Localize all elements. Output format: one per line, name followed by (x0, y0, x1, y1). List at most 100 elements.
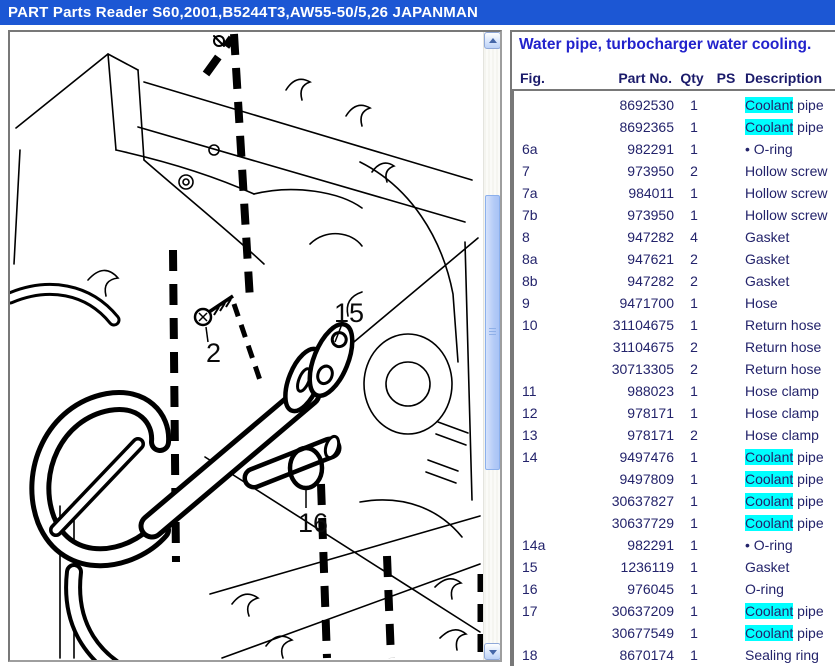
part-no-cell: 978171 (627, 427, 674, 443)
ps-cell (714, 446, 738, 468)
part-no-cell: 978171 (627, 405, 674, 421)
scroll-down-button[interactable] (484, 643, 500, 660)
diagram-scrollbar[interactable] (483, 32, 500, 660)
fig-cell: 17 (522, 603, 538, 619)
ps-cell (714, 512, 738, 534)
ps-cell (714, 204, 738, 226)
description-cell: Sealing ring (745, 647, 819, 663)
highlighted-term: Coolant (745, 119, 794, 135)
fig-cell: 8a (522, 251, 538, 267)
description-cell: Return hose (745, 317, 822, 333)
fig-cell: 8 (522, 229, 530, 245)
qty-cell: 2 (690, 361, 698, 377)
fig-cell: 12 (522, 405, 538, 421)
qty-cell: 1 (690, 141, 698, 157)
qty-cell: 1 (690, 603, 698, 619)
qty-cell: 4 (690, 229, 698, 245)
description-cell: Gasket (745, 559, 790, 575)
ps-cell (714, 380, 738, 402)
scroll-up-button[interactable] (484, 32, 500, 49)
qty-cell: 1 (690, 581, 698, 597)
highlighted-term: Coolant (745, 625, 794, 641)
ps-cell (714, 336, 738, 358)
qty-cell: 1 (690, 317, 698, 333)
diagram-callout-16[interactable]: 16 (298, 508, 328, 538)
part-no-cell: 8670174 (619, 647, 674, 663)
ps-cell (714, 182, 738, 204)
ps-cell (714, 600, 738, 622)
fig-cell: 15 (522, 559, 538, 575)
ps-cell (714, 314, 738, 336)
qty-cell: 1 (690, 471, 698, 487)
window-titlebar[interactable]: PART Parts Reader S60,2001,B5244T3,AW55-… (0, 0, 835, 25)
ps-cell (714, 226, 738, 248)
qty-cell: 1 (690, 295, 698, 311)
ps-cell (714, 292, 738, 314)
leader-lines (205, 323, 343, 508)
part-no-cell: 973950 (627, 163, 674, 179)
o-ring-16 (287, 445, 325, 491)
part-no-cell: 30637827 (611, 493, 674, 509)
qty-cell: 1 (690, 537, 698, 553)
ps-cell (714, 622, 738, 644)
part-no-cell: 976045 (627, 581, 674, 597)
fig-cell: 10 (522, 317, 538, 333)
scrollbar-thumb[interactable] (485, 195, 500, 470)
description-cell: Hollow screw (745, 207, 828, 223)
window-title: PART Parts Reader S60,2001,B5244T3,AW55-… (8, 4, 479, 21)
part-no-cell: 947282 (627, 273, 674, 289)
header-fig: Fig. (520, 70, 545, 86)
ps-cell (714, 270, 738, 292)
ps-cell (714, 402, 738, 424)
description-cell: Coolant pipe (745, 471, 824, 487)
fig-cell: 9 (522, 295, 530, 311)
description-cell: Coolant pipe (745, 515, 824, 531)
part-no-cell: 973950 (627, 207, 674, 223)
up-arrow-icon (488, 38, 497, 43)
part-no-cell: 8692365 (619, 119, 674, 135)
part-no-cell: 9471700 (619, 295, 674, 311)
diagram-callout-2[interactable]: 2 (206, 338, 221, 368)
fig-cell (522, 622, 582, 644)
part-no-cell: 30677549 (611, 625, 674, 641)
description-cell: • O-ring (745, 537, 793, 553)
fig-cell (522, 94, 582, 116)
description-cell: Coolant pipe (745, 97, 824, 113)
parts-list-panel: Water pipe, turbocharger water cooling. … (510, 30, 835, 666)
ps-cell (714, 556, 738, 578)
qty-cell: 1 (690, 405, 698, 421)
qty-cell: 1 (690, 647, 698, 663)
ps-cell (714, 94, 738, 116)
header-qty: Qty (680, 70, 704, 86)
highlighted-term: Coolant (745, 97, 794, 113)
diagram-callout-15[interactable]: 15 (334, 298, 364, 328)
qty-cell: 2 (690, 339, 698, 355)
fig-cell (522, 512, 582, 534)
